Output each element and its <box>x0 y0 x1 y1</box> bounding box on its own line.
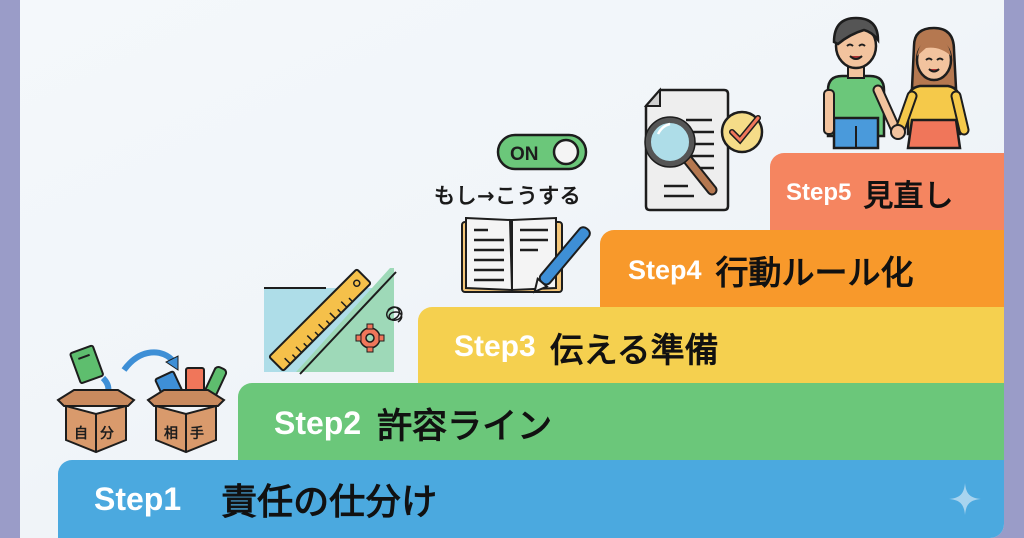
step-1-label: Step1 <box>94 480 182 517</box>
step-4-block: Step4 行動ルール化 <box>600 230 1004 310</box>
step-5-block: Step5 見直し <box>770 153 1004 233</box>
step-3-block: Step3 伝える準備 <box>418 307 1004 387</box>
step-5-label: Step5 <box>786 179 852 206</box>
step-1-block: Step1 責任の仕分け <box>58 460 1004 538</box>
couple-icon <box>823 16 970 150</box>
step-4-title: 行動ルール化 <box>715 253 914 292</box>
step-4-label: Step4 <box>628 254 702 285</box>
right-frame-border <box>1004 0 1024 538</box>
step-2-title: 許容ライン <box>377 406 553 447</box>
step-2-block: Step2 許容ライン <box>238 383 1004 463</box>
if-then-text: もし→こうする <box>434 184 582 208</box>
notebook-pen-icon <box>461 216 591 294</box>
boxes-icon: 自 分 相 手 <box>56 344 228 454</box>
toggle-on-label: ON <box>510 144 539 165</box>
step-3-title: 伝える準備 <box>549 330 719 371</box>
toggle-on-icon: ON <box>496 133 588 171</box>
step-1-title: 責任の仕分け <box>221 482 438 523</box>
staircase-panel: Step5 見直し Step4 行動ルール化 Step3 伝える準備 Step2… <box>20 0 1004 538</box>
box-label-other-1: 相 <box>164 425 178 442</box>
sparkle-icon <box>949 483 981 515</box>
step-2-label: Step2 <box>274 404 362 441</box>
ruler-boundary-icon <box>264 268 403 375</box>
document-review-icon <box>643 87 764 212</box>
box-label-other-2: 手 <box>190 425 204 442</box>
box-label-self-2: 分 <box>100 426 114 442</box>
left-frame-border <box>0 0 20 538</box>
step-3-label: Step3 <box>454 330 536 363</box>
box-label-self-1: 自 <box>74 425 88 442</box>
step-5-title: 見直し <box>863 179 954 214</box>
